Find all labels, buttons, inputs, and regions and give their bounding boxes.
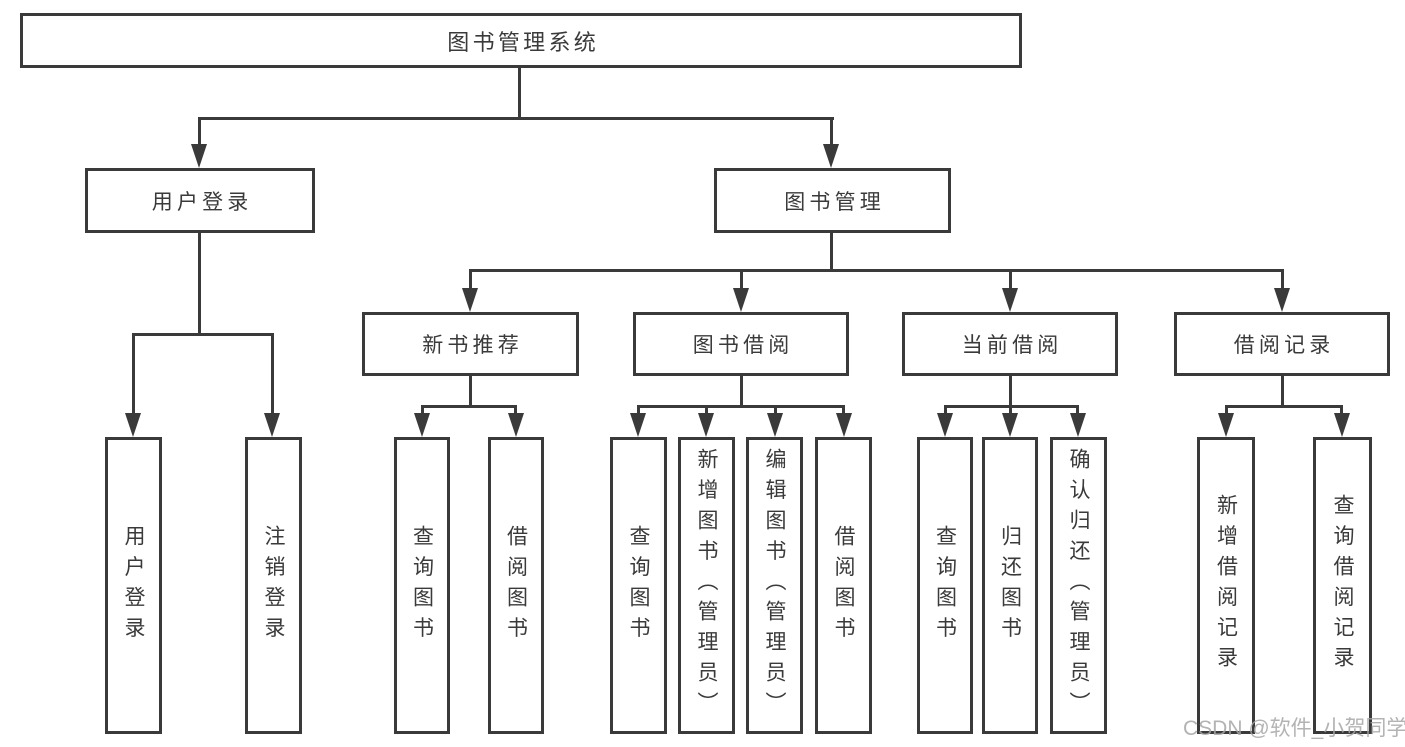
node-label: 当前借阅 xyxy=(961,334,1063,357)
connector xyxy=(1009,269,1012,293)
arrow-down xyxy=(630,413,646,437)
arrow-down xyxy=(1334,413,1350,437)
leaf-label: 借阅图书 xyxy=(504,524,528,647)
node-label: 图书管理 xyxy=(784,190,885,214)
leaf-recommend-borrow-books: 借阅图书 xyxy=(488,437,544,734)
leaf-add-borrow-record: 新增借阅记录 xyxy=(1197,437,1255,734)
leaf-borrow-add-books-admin: 新增图书（管理员） xyxy=(678,437,735,734)
connector xyxy=(774,405,777,417)
node-book-borrow: 图书借阅 xyxy=(633,312,849,376)
arrow-down xyxy=(125,413,141,437)
leaf-borrow-query-books: 查询图书 xyxy=(610,437,667,734)
node-new-book-recommend: 新书推荐 xyxy=(362,312,579,376)
arrow-down xyxy=(508,413,524,437)
arrow-down xyxy=(1274,288,1290,312)
connector xyxy=(198,233,201,336)
connector xyxy=(514,405,517,417)
node-book-management: 图书管理 xyxy=(714,168,951,233)
node-label: 新书推荐 xyxy=(422,334,523,357)
leaf-borrow-edit-books-admin: 编辑图书（管理员） xyxy=(746,437,803,734)
connector xyxy=(469,269,472,293)
arrow-down xyxy=(1002,413,1018,437)
node-label: 用户登录 xyxy=(151,190,253,214)
arrow-down xyxy=(414,413,430,437)
arrow-down xyxy=(823,144,839,168)
node-user-login: 用户登录 xyxy=(85,168,315,233)
connector xyxy=(1076,405,1079,417)
connector xyxy=(637,405,640,417)
connector xyxy=(132,333,135,417)
leaf-label: 查询图书 xyxy=(410,524,434,647)
node-library-management-system: 图书管理系统 xyxy=(20,13,1022,68)
arrow-down xyxy=(191,144,207,168)
connector xyxy=(740,376,743,408)
connector xyxy=(421,405,424,417)
leaf-logout: 注销登录 xyxy=(245,437,302,734)
node-borrow-records: 借阅记录 xyxy=(1174,312,1390,376)
connector xyxy=(469,376,472,408)
leaf-query-borrow-record: 查询借阅记录 xyxy=(1313,437,1372,734)
leaf-label: 查询图书 xyxy=(627,524,650,647)
arrow-down xyxy=(1002,288,1018,312)
connector xyxy=(1009,376,1012,408)
connector xyxy=(1225,405,1343,408)
arrow-down xyxy=(698,413,714,437)
connector xyxy=(637,405,845,408)
connector xyxy=(271,333,274,417)
leaf-label: 借阅图书 xyxy=(832,524,855,647)
connector xyxy=(1281,376,1284,408)
connector xyxy=(830,233,833,272)
leaf-label: 编辑图书（管理员） xyxy=(763,448,786,723)
node-label: 借阅记录 xyxy=(1233,334,1335,357)
connector xyxy=(132,333,274,336)
connector xyxy=(1009,405,1012,417)
arrow-down xyxy=(264,413,280,437)
leaf-label: 用户登录 xyxy=(122,524,145,647)
leaf-current-return-books: 归还图书 xyxy=(982,437,1038,734)
leaf-current-query-books: 查询图书 xyxy=(917,437,973,734)
arrow-down xyxy=(733,288,749,312)
arrow-down xyxy=(937,413,953,437)
csdn-watermark: CSDN @软件_小贺同学 xyxy=(1183,717,1405,740)
leaf-label: 归还图书 xyxy=(998,524,1022,647)
node-label: 图书借阅 xyxy=(692,334,794,357)
node-label: 图书管理系统 xyxy=(447,29,600,55)
leaf-current-confirm-return-admin: 确认归还（管理员） xyxy=(1050,437,1107,734)
leaf-label: 查询借阅记录 xyxy=(1331,494,1354,677)
connector xyxy=(198,117,201,149)
leaf-label: 注销登录 xyxy=(262,524,285,647)
node-current-borrow: 当前借阅 xyxy=(902,312,1118,376)
arrow-down xyxy=(836,413,852,437)
leaf-label: 确认归还（管理员） xyxy=(1067,448,1090,723)
connector xyxy=(1340,405,1343,417)
arrow-down xyxy=(462,288,478,312)
arrow-down xyxy=(1218,413,1234,437)
leaf-label: 新增图书（管理员） xyxy=(695,448,718,723)
leaf-user-login: 用户登录 xyxy=(105,437,162,734)
connector xyxy=(198,117,834,120)
connector xyxy=(1225,405,1228,417)
leaf-label: 查询图书 xyxy=(933,524,957,647)
connector xyxy=(842,405,845,417)
connector xyxy=(518,68,521,120)
arrow-down xyxy=(1070,413,1086,437)
connector xyxy=(740,269,743,293)
leaf-label: 新增借阅记录 xyxy=(1214,494,1238,677)
connector xyxy=(830,117,833,149)
arrow-down xyxy=(767,413,783,437)
connector xyxy=(421,405,517,408)
connector xyxy=(705,405,708,417)
connector xyxy=(944,405,947,417)
leaf-borrow-borrow-books: 借阅图书 xyxy=(815,437,872,734)
connector xyxy=(1281,269,1284,293)
leaf-recommend-query-books: 查询图书 xyxy=(394,437,450,734)
connector xyxy=(469,269,1283,272)
